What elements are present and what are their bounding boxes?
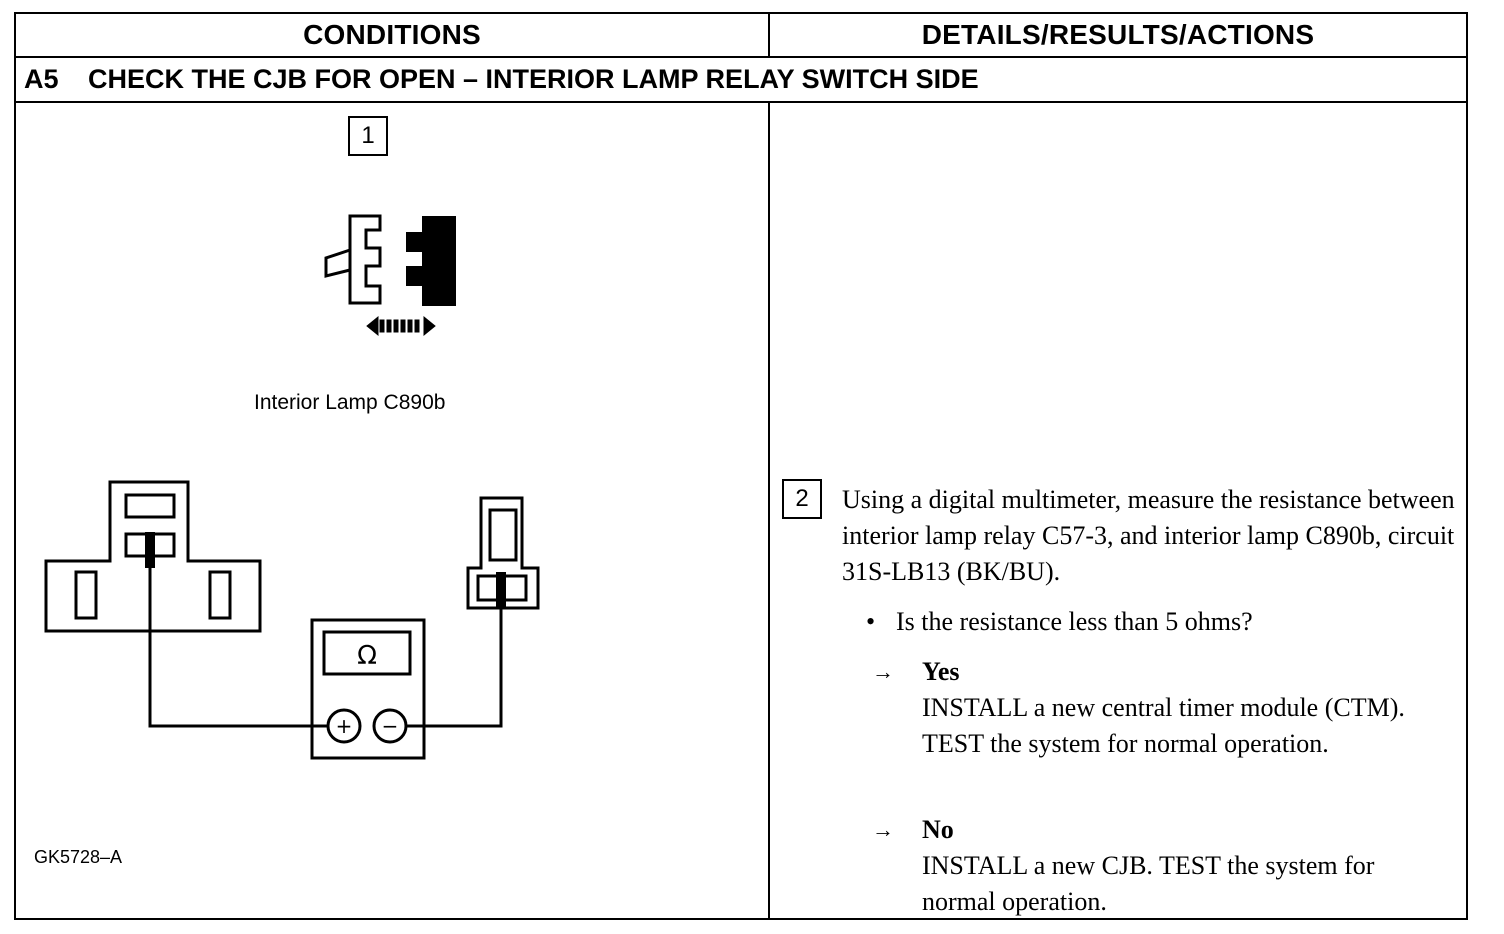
header-divider — [14, 56, 1468, 58]
section-divider — [14, 101, 1468, 103]
no-arrow-icon: → — [872, 817, 894, 842]
yes-label: Yes — [922, 657, 960, 686]
yes-action: INSTALL a new central timer module (CTM)… — [922, 693, 1405, 758]
yes-arrow-icon: → — [872, 659, 894, 684]
no-label: No — [922, 815, 954, 844]
multimeter-icon — [310, 618, 426, 760]
step-1-box: 1 — [348, 116, 388, 156]
column-divider-body — [768, 101, 770, 920]
section-code: A5 — [24, 63, 59, 94]
plus-terminal-symbol: + — [336, 714, 353, 738]
test-leads — [148, 568, 503, 728]
conditions-header: CONDITIONS — [303, 19, 481, 50]
ohm-symbol: Ω — [357, 641, 377, 671]
step-2-box: 2 — [782, 479, 822, 519]
figure-id: GK5728–A — [34, 847, 123, 867]
mating-connector-icon — [406, 216, 456, 306]
right-probe-icon — [496, 572, 506, 608]
section-title-text: CHECK THE CJB FOR OPEN – INTERIOR LAMP R… — [88, 63, 979, 94]
step-2-instruction: Using a digital multimeter, measure the … — [842, 485, 1455, 586]
no-action: INSTALL a new CJB. TEST the system for n… — [922, 851, 1375, 916]
details-header: DETAILS/RESULTS/ACTIONS — [921, 19, 1315, 50]
question-row: • Is the resistance less than 5 ohms? — [866, 604, 1253, 640]
column-divider-top — [768, 12, 770, 57]
connector-label: Interior Lamp C890b — [254, 391, 446, 414]
table-frame — [14, 12, 1468, 920]
bullet-icon: • — [866, 607, 876, 636]
left-probe-icon — [145, 532, 155, 568]
question-text: Is the resistance less than 5 ohms? — [896, 607, 1253, 636]
minus-terminal-symbol: − — [382, 714, 399, 738]
double-arrow-icon — [366, 315, 436, 337]
section-title: A5 CHECK THE CJB FOR OPEN – INTERIOR LAM… — [24, 58, 979, 100]
connector-disconnect-icon — [324, 214, 382, 305]
